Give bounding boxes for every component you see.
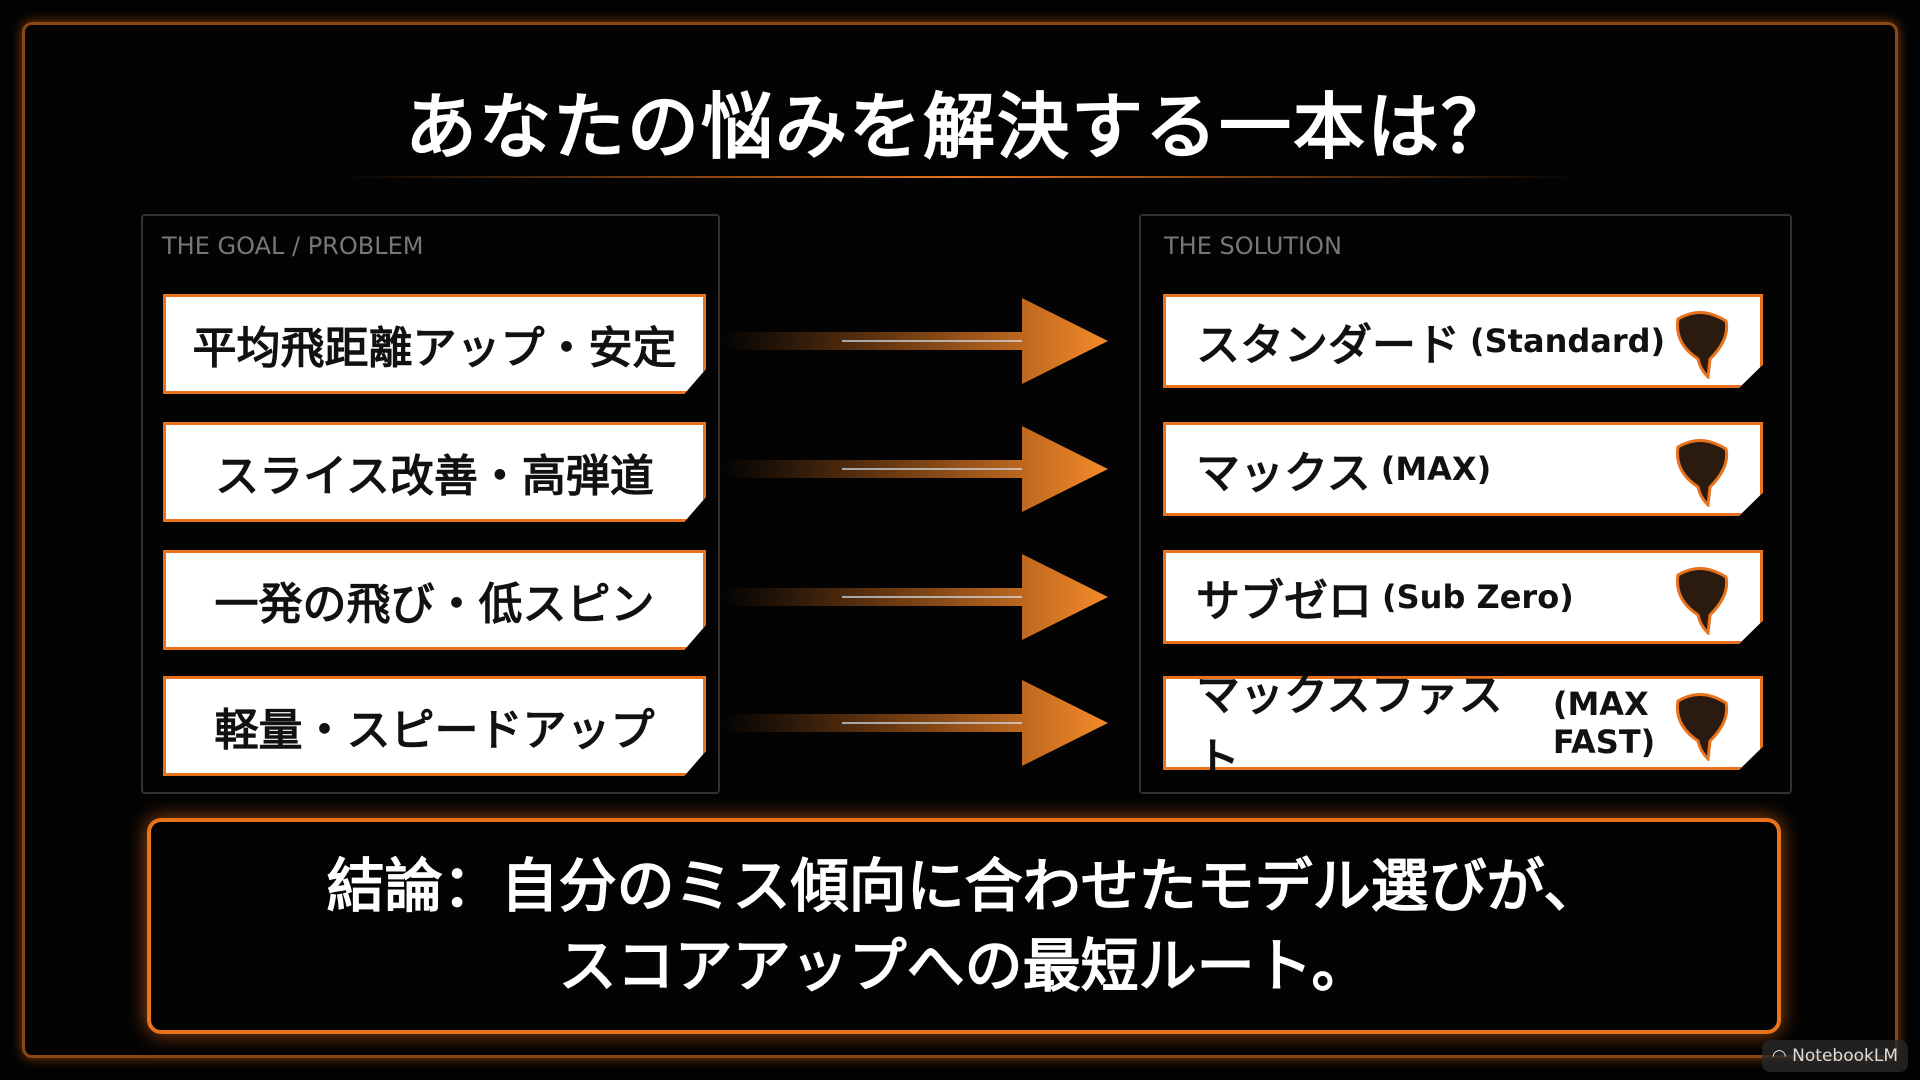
model-name: マックス: [1196, 448, 1371, 499]
model-en: (Standard): [1470, 322, 1666, 360]
notebooklm-watermark: ◠ NotebookLM: [1761, 1040, 1908, 1072]
problem-item: スライス改善・高弾道: [163, 422, 706, 522]
driver-head-icon: [1675, 311, 1729, 379]
outer-frame: [22, 22, 1898, 1058]
solution-panel: [1139, 214, 1792, 794]
problem-panel: [141, 214, 720, 794]
arrow-icon: [722, 680, 1108, 766]
notebooklm-logo-icon: ◠: [1771, 1046, 1793, 1066]
model-name: マックスファスト: [1196, 670, 1503, 785]
conclusion-line-1: 結論：自分のミス傾向に合わせたモデル選びが、: [326, 852, 1602, 920]
arrow-icon: [722, 298, 1108, 384]
page-title: あなたの悩みを解決する一本は？: [404, 85, 1515, 169]
solution-item-max-fast: マックスファスト(MAX FAST): [1163, 676, 1763, 770]
divider: [340, 176, 1580, 178]
model-en: (MAX): [1380, 450, 1492, 488]
model-en: (MAX FAST): [1552, 685, 1656, 761]
problem-item: 軽量・スピードアップ: [163, 676, 706, 776]
arrow-icon: [722, 554, 1108, 640]
solution-item-standard: スタンダード (Standard): [1163, 294, 1763, 388]
problem-item: 平均飛距離アップ・安定: [163, 294, 706, 394]
solution-item-max: マックス(MAX): [1163, 422, 1763, 516]
model-name: スタンダード: [1196, 320, 1460, 371]
driver-head-icon: [1675, 567, 1729, 635]
conclusion-line-2: スコアアップへの最短ルート。: [558, 932, 1370, 1000]
problem-item: 一発の飛び・低スピン: [163, 550, 706, 650]
watermark-text: NotebookLM: [1792, 1046, 1898, 1066]
solution-item-sub-zero: サブゼロ (Sub Zero): [1163, 550, 1763, 644]
driver-head-icon: [1675, 693, 1729, 761]
conclusion-box: 結論：自分のミス傾向に合わせたモデル選びが、 スコアアップへの最短ルート。: [147, 818, 1781, 1034]
model-name: サブゼロ: [1196, 576, 1372, 627]
model-en: (Sub Zero): [1382, 578, 1574, 616]
arrow-icon: [722, 426, 1108, 512]
panel-label: THE GOAL / PROBLEM: [162, 232, 424, 260]
panel-label: THE SOLUTION: [1164, 232, 1342, 260]
driver-head-icon: [1675, 439, 1729, 507]
